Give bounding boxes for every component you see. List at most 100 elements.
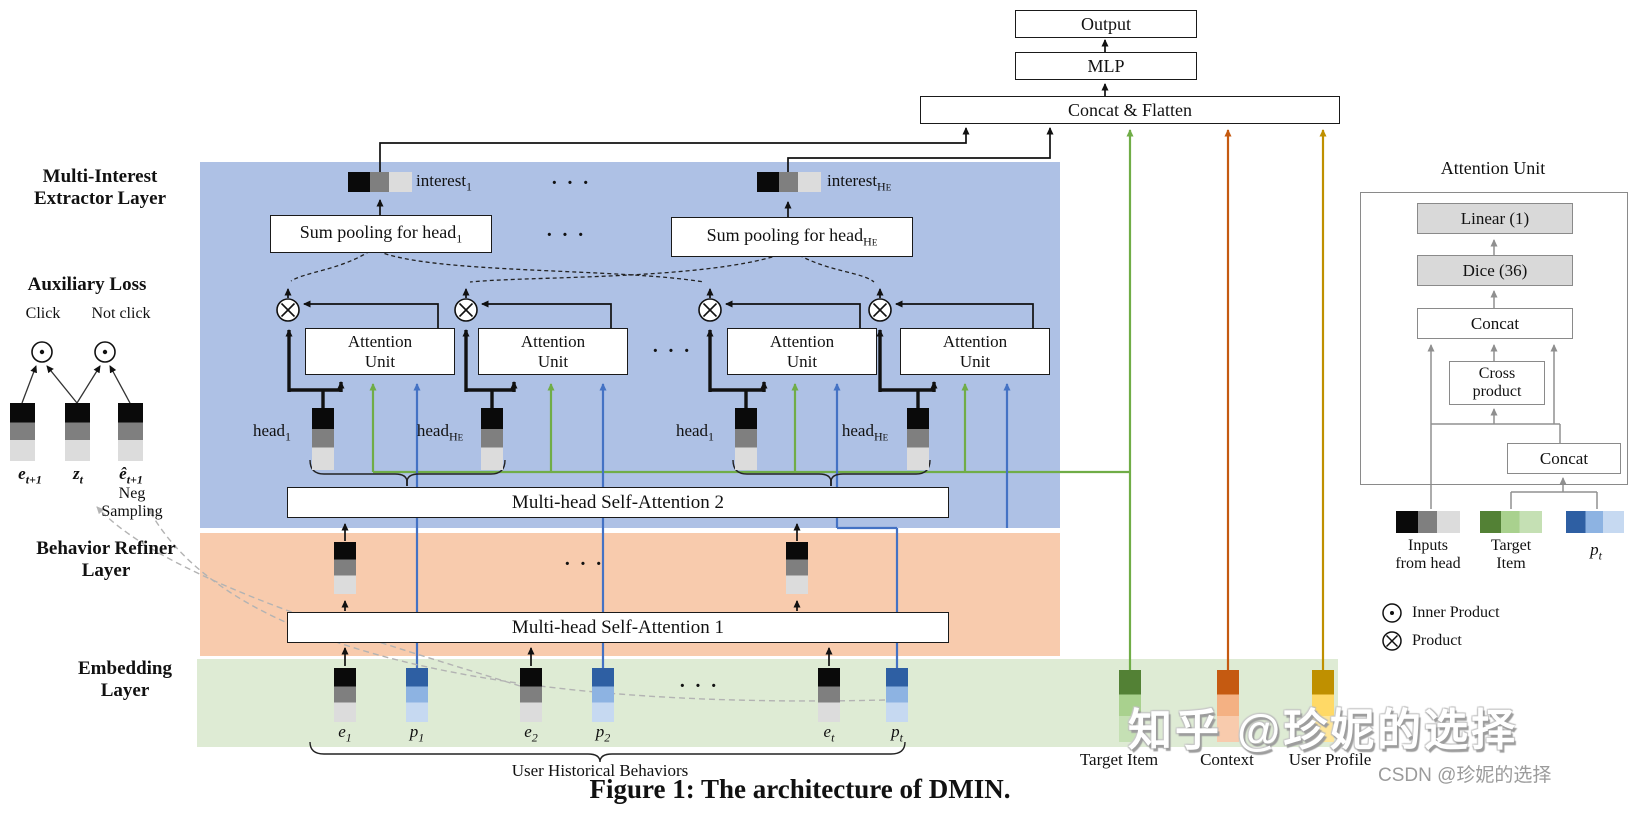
embedding-region <box>197 659 1338 747</box>
e2-label: e2 <box>524 722 538 745</box>
output-box: Output <box>1015 10 1197 38</box>
behavior-refiner-layer-label: Behavior Refiner Layer <box>36 538 176 581</box>
context-user-profile-lines <box>1224 129 1327 670</box>
head1-label-b: head1 <box>675 421 715 444</box>
interest1-bar <box>348 172 412 192</box>
p1-label: p1 <box>409 722 425 745</box>
black-arrows <box>284 39 1109 666</box>
concat-bottom-box: Concat <box>1507 443 1621 474</box>
z-t-label: zt <box>73 464 83 487</box>
inner-product-icon <box>31 341 116 363</box>
panel-title: Attention Unit <box>1440 158 1546 178</box>
ellipsis-attention-units: · · · <box>651 340 692 362</box>
e-hat-label: êt+1 <box>119 464 143 487</box>
sum-pooling-dashed-links <box>290 250 875 283</box>
click-label: Click <box>25 305 61 322</box>
aux-dashed-links <box>96 506 886 702</box>
embed-bar-p1 <box>406 668 428 722</box>
embed-bar-e1 <box>334 668 356 722</box>
embed-bar-p2 <box>592 668 614 722</box>
interest-he-bar <box>757 172 821 192</box>
aux-bar-z <box>65 403 90 461</box>
embedding-layer-label: Embedding Layer <box>78 658 172 701</box>
legend-inputs-label: Inputs from head <box>1395 537 1461 573</box>
mlp-label: MLP <box>1087 55 1125 76</box>
embed-bar-pt <box>886 668 908 722</box>
refined-bar-1 <box>334 542 356 594</box>
msa1-box: Multi-head Self-Attention 1 <box>287 612 949 643</box>
target-item-label: Target Item <box>1079 750 1159 769</box>
target-item-bar <box>1119 670 1141 742</box>
user-profile-label: User Profile <box>1288 750 1372 769</box>
concat-flatten-box: Concat & Flatten <box>920 96 1340 124</box>
context-label: Context <box>1200 750 1254 769</box>
sum-pooling-head-he-box: Sum pooling for headHE <box>671 217 913 257</box>
legend-pt-label: pt <box>1590 540 1602 563</box>
product-legend-icon <box>1382 631 1402 651</box>
et-label: et <box>823 722 835 745</box>
msa2-label: Multi-head Self-Attention 2 <box>511 491 725 513</box>
refined-bar-2 <box>786 542 808 594</box>
head-bar-1 <box>312 408 334 470</box>
msa1-label: Multi-head Self-Attention 1 <box>511 616 725 638</box>
panel-wires <box>1427 239 1598 509</box>
ellipsis-interests: · · · <box>550 172 591 194</box>
product-legend-label: Product <box>1412 632 1462 649</box>
ellipsis-refined: · · · <box>563 553 604 575</box>
ellipsis-embedding: · · · <box>678 675 719 697</box>
interest1-label: interest1 <box>416 171 473 194</box>
dice-box: Dice (36) <box>1417 255 1573 286</box>
head-he-label-a: headHE <box>416 421 464 444</box>
context-bar <box>1217 670 1239 742</box>
legend-inputs-bar <box>1396 511 1460 533</box>
brace <box>309 459 931 763</box>
ellipsis-sum-pooling: · · · <box>545 224 586 246</box>
mlp-box: MLP <box>1015 52 1197 80</box>
attention-unit-panel <box>1360 192 1628 485</box>
neg-sampling-label: Neg Sampling <box>101 485 163 521</box>
head-bar-3 <box>735 408 757 470</box>
product-icon <box>276 298 892 322</box>
pt-label: pt <box>891 722 903 745</box>
target-item-green-lines <box>369 129 1134 670</box>
output-label: Output <box>1080 13 1131 34</box>
aux-bar-e-next <box>10 403 35 461</box>
e1-label: e1 <box>338 722 352 745</box>
multi-interest-layer-label: Multi-Interest Extractor Layer <box>33 166 167 209</box>
p2-label: p2 <box>595 722 611 745</box>
interest-he-label: interestHE <box>827 171 892 194</box>
zhihu-watermark: 知乎 @珍妮的选择 <box>1128 706 1519 755</box>
concat-flatten-label: Concat & Flatten <box>1068 99 1192 120</box>
user-historical-behaviors-label: User Historical Behaviors <box>511 761 689 780</box>
auxiliary-loss-title: Auxiliary Loss <box>27 274 147 295</box>
legend-target-label: Target Item <box>1490 537 1532 573</box>
aux-bar-e-hat <box>118 403 143 461</box>
e-next-label: et+1 <box>18 464 42 487</box>
inner-product-legend-icon <box>1382 603 1402 623</box>
legend-pt-bar <box>1566 511 1624 533</box>
head-he-label-b: headHE <box>841 421 889 444</box>
embed-bar-et <box>818 668 840 722</box>
figure-caption: Figure 1: The architecture of DMIN. <box>589 774 1011 804</box>
aux-cross-arrows <box>21 365 131 404</box>
head-bar-4 <box>907 408 929 470</box>
inner-product-legend-label: Inner Product <box>1412 604 1500 621</box>
head1-label-a: head1 <box>252 421 292 444</box>
sum-pooling-head1-box: Sum pooling for head1 <box>270 215 492 253</box>
embed-bar-e2 <box>520 668 542 722</box>
concat-top-box: Concat <box>1417 308 1573 339</box>
head-routing-lines <box>285 329 938 408</box>
not-click-label: Not click <box>91 305 151 322</box>
head-bar-2 <box>481 408 503 470</box>
legend-target-bar <box>1480 511 1542 533</box>
csdn-watermark: CSDN @珍妮的选择 <box>1378 765 1552 786</box>
user-profile-bar <box>1312 670 1334 742</box>
msa2-box: Multi-head Self-Attention 2 <box>287 487 949 518</box>
